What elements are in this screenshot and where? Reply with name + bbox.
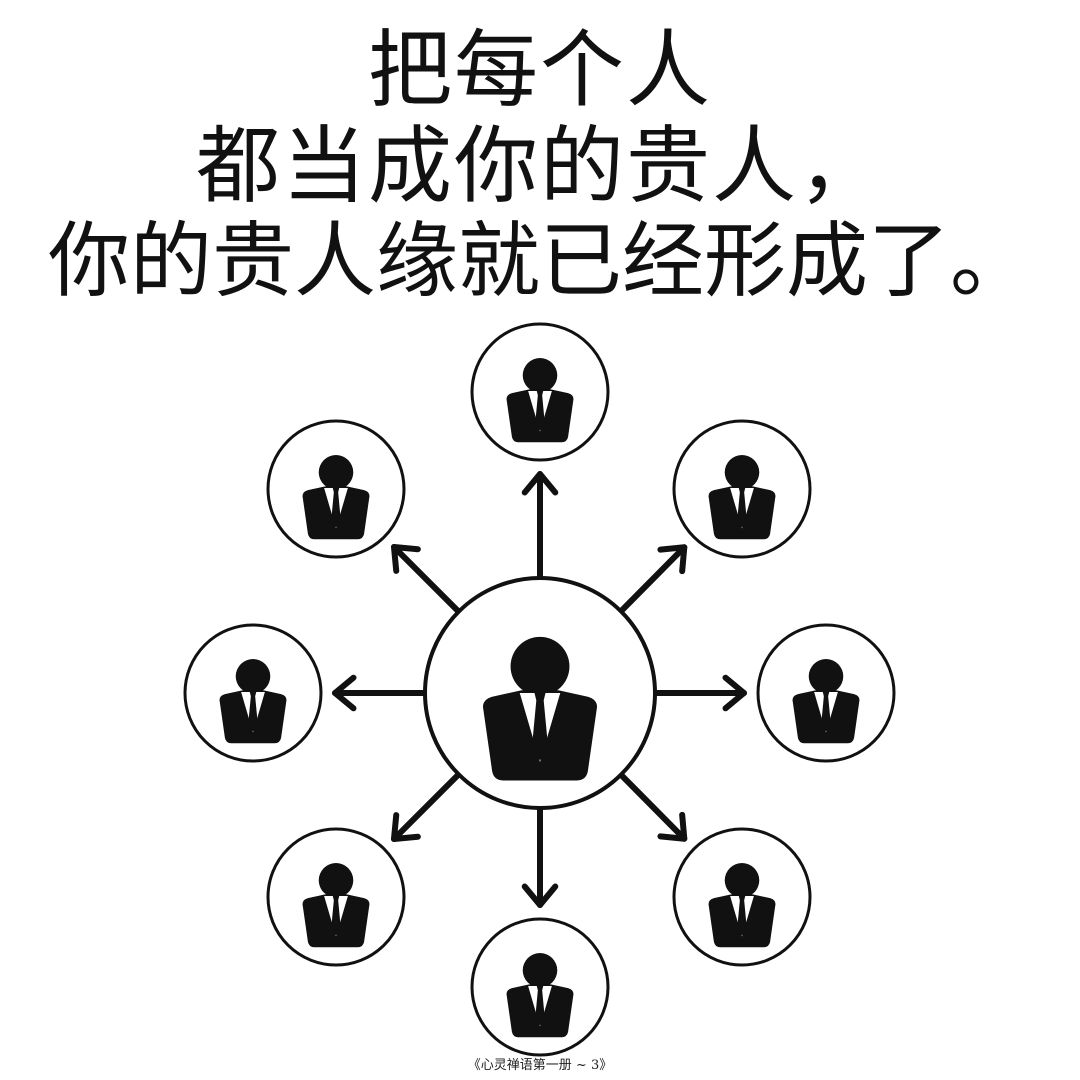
arrow-icon [619,773,688,842]
head-shape [724,863,760,898]
network-center-node [423,576,657,810]
arrow-icon [390,543,461,614]
businessman-icon [302,863,370,948]
arrow-icon [332,674,426,712]
tie-shape [248,691,258,732]
businessman-icon [708,863,776,948]
arrow-icon [521,471,559,579]
tie-shape [535,985,545,1026]
head-shape [318,863,354,898]
arrow-group [332,471,747,908]
businessman-icon [219,659,287,744]
tie-shape [821,691,831,732]
head-shape [724,455,760,490]
head-shape [522,953,558,988]
network-node-left [183,623,323,763]
businessman-icon [506,953,574,1038]
head-shape [808,659,844,694]
network-node-bottom-right [672,827,812,967]
headline-line-2: 都当成你的贵人， [195,117,884,215]
tie-shape [535,390,545,431]
head-shape [235,659,271,694]
network-node-bottom-left [266,827,406,967]
tie-shape [737,895,747,936]
headline-line-3: 你的贵人缘就已经形成了。 [47,214,1032,309]
businessman-icon [792,659,860,744]
network-node-top [470,322,610,462]
source-caption: 《心灵禅语第一册 ~ 3》 [467,1058,613,1073]
arrow-icon [521,807,559,908]
businessman-icon [302,455,370,540]
head-shape [522,358,558,393]
tie-shape [531,693,549,761]
arrow-icon [390,772,461,843]
businessman-icon [708,455,776,540]
network-node-right [756,623,896,763]
headline-line-1: 把每个人 [367,21,712,119]
head-shape [318,455,354,490]
tie-shape [331,895,341,936]
businessman-icon [482,636,598,781]
arrow-icon [654,674,747,712]
arrow-icon [619,544,688,613]
head-shape [510,636,570,696]
tie-shape [331,487,341,528]
tie-shape [737,487,747,528]
network-node-top-right [672,419,812,559]
headline: 把每个人 都当成你的贵人， 你的贵人缘就已经形成了。 [0,22,1080,310]
network-node-bottom [470,917,610,1057]
businessman-icon [506,358,574,443]
network-node-top-left [266,419,406,559]
